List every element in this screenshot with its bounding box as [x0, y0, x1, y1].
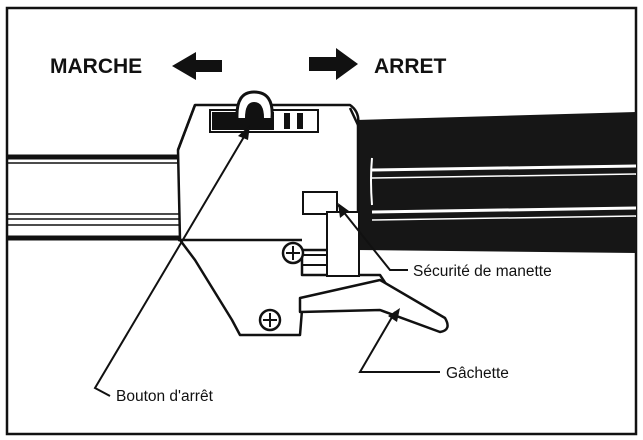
throttle-lockout — [302, 191, 360, 277]
leader-gachette — [358, 311, 440, 373]
screw-lower — [258, 308, 282, 332]
arrow-left-icon — [172, 52, 222, 80]
leader-arrowheads — [238, 125, 400, 322]
screw-upper — [281, 241, 305, 265]
leader-lines — [93, 129, 440, 397]
leader-securite — [337, 204, 408, 271]
arrow-right-icon — [309, 48, 358, 80]
stop-switch — [209, 90, 319, 133]
trigger — [298, 278, 449, 334]
shaft — [7, 154, 200, 241]
label-marche: MARCHE — [50, 55, 142, 78]
label-arret: ARRET — [374, 55, 447, 78]
leader-bouton — [93, 129, 249, 397]
label-securite: Sécurité de manette — [413, 263, 552, 280]
handle-grip — [350, 112, 637, 253]
label-bouton: Bouton d'arrêt — [116, 388, 214, 405]
label-gachette: Gâchette — [446, 365, 509, 382]
